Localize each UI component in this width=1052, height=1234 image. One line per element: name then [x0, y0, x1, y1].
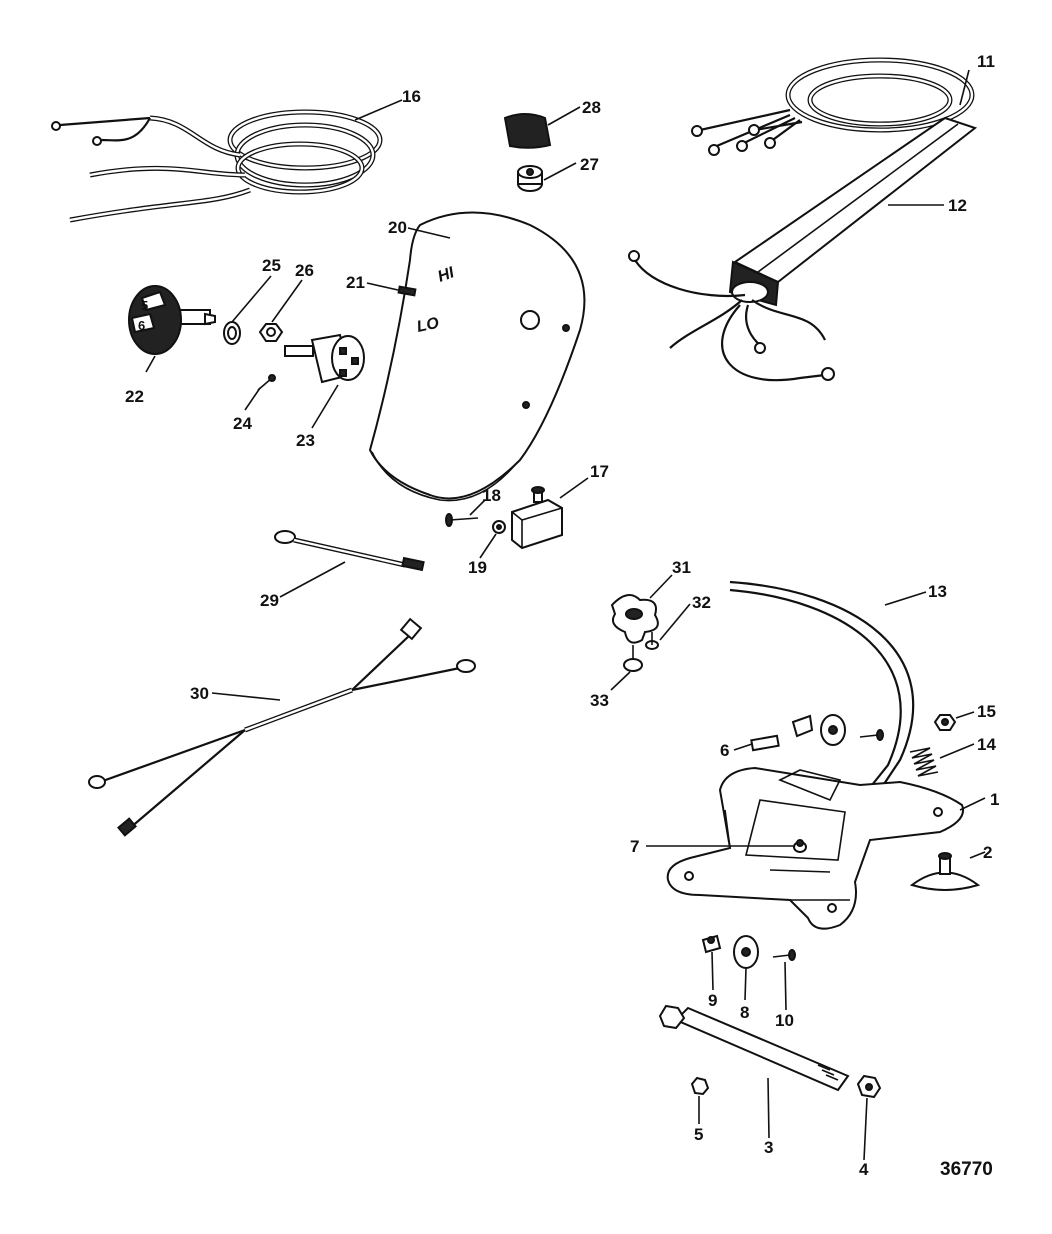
part-15-nut [933, 714, 957, 731]
knob-marking-6: 6 [138, 318, 145, 333]
callout-23: 23 [296, 431, 315, 450]
callout-11: 11 [977, 52, 995, 71]
part-2-suction-cup [909, 852, 981, 891]
callout-3: 3 [764, 1138, 773, 1157]
part-8-washer [733, 935, 759, 969]
callout-20: 20 [388, 218, 407, 237]
callout-32: 32 [692, 593, 711, 612]
callout-30: 30 [190, 684, 209, 703]
part-19-washer [492, 520, 506, 534]
callout-19: 19 [468, 558, 487, 577]
part-1-mounting-bracket [666, 766, 964, 930]
callout-4: 4 [859, 1160, 869, 1179]
part-33-screw [623, 645, 643, 672]
callout-25: 25 [262, 256, 281, 275]
callout-5: 5 [694, 1125, 703, 1144]
callout-16: 16 [402, 87, 421, 106]
callout-24: 24 [233, 414, 252, 433]
callout-8: 8 [740, 1003, 749, 1022]
callout-18: 18 [482, 486, 501, 505]
callout-6: 6 [720, 741, 729, 760]
callout-14: 14 [977, 735, 996, 754]
part-3-shaft [658, 1004, 850, 1092]
callout-15: 15 [977, 702, 996, 721]
part-12-sleeve [628, 116, 978, 382]
part-30-battery-lead [88, 617, 476, 837]
cover-lo-marking: LO [415, 315, 441, 336]
knob-marking-5: 5 [141, 298, 148, 313]
callout-1: 1 [990, 790, 999, 809]
part-32-screw [645, 632, 659, 650]
part-21-pin [397, 285, 417, 297]
part-29-short-lead [274, 530, 425, 572]
part-25-washer [223, 321, 241, 345]
callout-33: 33 [590, 691, 609, 710]
callout-12: 12 [948, 196, 967, 215]
callout-9: 9 [708, 991, 717, 1010]
part-23-switch [284, 333, 365, 384]
callout-2: 2 [983, 843, 992, 862]
callout-13: 13 [928, 582, 947, 601]
part-9-bushing [701, 934, 722, 954]
callout-21: 21 [346, 273, 365, 292]
part-6-pin [750, 734, 780, 752]
part-7-bolt [793, 839, 807, 853]
part-13-cable [729, 580, 915, 791]
part-26-hex-nut [258, 323, 284, 342]
callout-7: 7 [630, 837, 639, 856]
part-20-cover: HI LO [368, 211, 586, 502]
callout-27: 27 [580, 155, 599, 174]
part-28-cap [503, 113, 552, 149]
callout-labels: 1 2 3 4 5 6 7 8 9 10 11 12 13 14 15 16 1… [125, 52, 999, 1179]
bracket-hardware-top [791, 714, 884, 746]
part-27-nut [517, 165, 543, 192]
callout-31: 31 [672, 558, 691, 577]
part-24-screw [257, 374, 276, 391]
part-4-nut [856, 1074, 882, 1099]
callout-28: 28 [582, 98, 601, 117]
cover-hi-marking: HI [436, 264, 457, 286]
part-22-speed-knob: 5 6 [128, 285, 216, 355]
callout-10: 10 [775, 1011, 794, 1030]
callout-26: 26 [295, 261, 314, 280]
callout-22: 22 [125, 387, 144, 406]
leader-lines [145, 69, 986, 1161]
part-18-screw [445, 513, 479, 527]
callout-29: 29 [260, 591, 279, 610]
part-31-knob [610, 594, 659, 644]
part-5-nut [690, 1076, 710, 1096]
part-16-wire-harness [51, 109, 383, 223]
part-11-harness-coil [691, 57, 975, 156]
part-14-spring [909, 747, 939, 777]
figure-number: 36770 [940, 1159, 993, 1180]
part-10-screw [772, 949, 796, 961]
part-17-block [511, 486, 563, 550]
callout-17: 17 [590, 462, 609, 481]
